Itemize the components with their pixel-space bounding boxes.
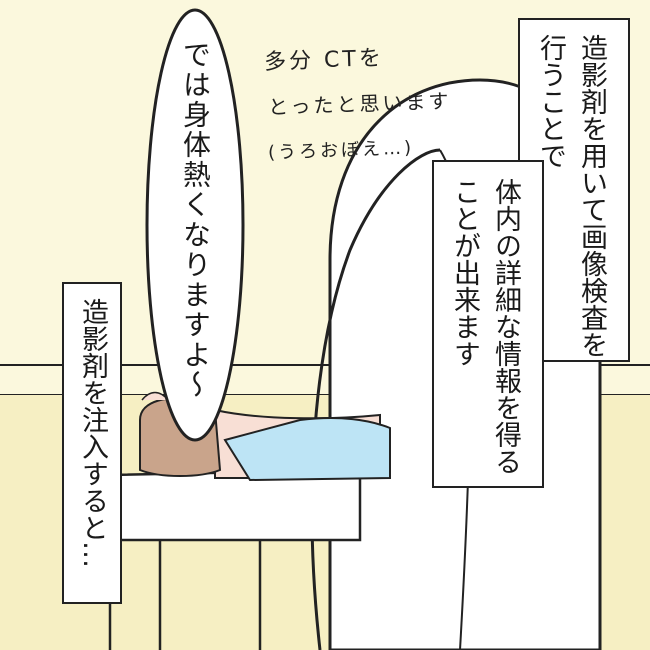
speech-bubble-text: では身体熱くなりますよ〜 <box>179 40 212 400</box>
caption-box-left <box>62 282 122 604</box>
blanket <box>223 417 391 482</box>
caption-text-left: 造影剤を注入すると… <box>77 298 108 568</box>
handwritten-note-line1: 多分 CTを <box>263 45 385 76</box>
speech-bubble-outline <box>145 8 245 442</box>
caption-text-right-bottom: 体内の詳細な情報を得ることが出来ます <box>449 178 521 475</box>
handwritten-note-line3: (うろおぼえ…) <box>267 137 415 164</box>
caption-box-right-bottom <box>432 160 544 488</box>
caption-text-right-top: 造影剤を用いて画像検査を行うことで <box>535 34 607 358</box>
scanner-bed <box>108 468 362 542</box>
